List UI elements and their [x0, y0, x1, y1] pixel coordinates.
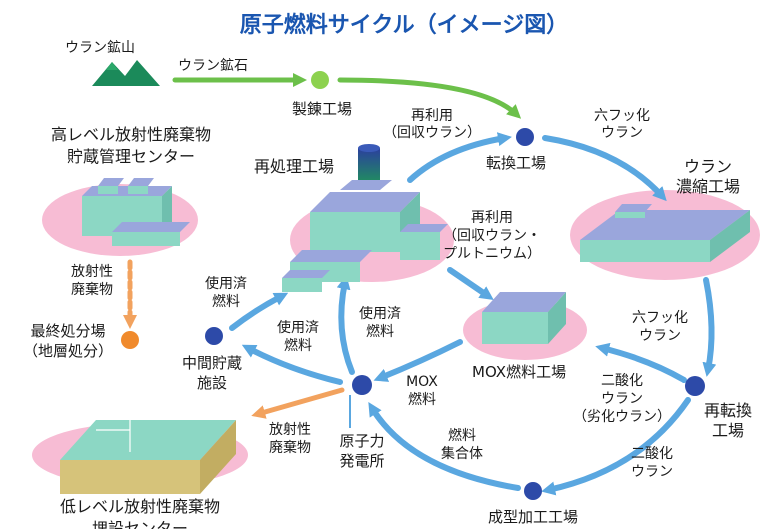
conversion-node: [516, 128, 534, 146]
label-rad-waste-left-2: 廃棄物: [71, 281, 113, 298]
arrow-reuse-to-conversion: [407, 132, 512, 183]
label-reuse-mid-3: プルトニウム）: [443, 246, 541, 262]
label-hlw-2: 貯蔵管理センター: [67, 147, 195, 166]
arrow-enrichment-to-reconversion: [702, 277, 717, 377]
label-llw-2: 埋設センター: [92, 519, 188, 529]
final-disposal-node: [121, 331, 139, 349]
label-refinery: 製錬工場: [292, 100, 352, 118]
arrow-reprocessing-to-mox: [447, 267, 494, 300]
nodes: [121, 71, 705, 500]
uranium-mine-icon: [92, 60, 160, 86]
label-spent-fuel-c-1: 使用済: [359, 305, 401, 322]
label-uo2-depleted-2: ウラン: [601, 391, 643, 407]
label-reuse-mid-2: （回収ウラン・: [443, 228, 541, 244]
arrow-reconversion-to-mox: [595, 342, 687, 383]
arrow-conversion-to-enrichment: [542, 135, 667, 202]
label-reconversion-2: 工場: [712, 421, 744, 440]
label-mox-plant: MOX燃料工場: [472, 363, 566, 381]
mox-building: [482, 292, 566, 344]
fabrication-node: [524, 482, 542, 500]
label-spent-fuel-b-1: 使用済: [277, 319, 319, 336]
label-uf6-top-2: ウラン: [601, 125, 643, 141]
label-reuse-top-1: 再利用: [411, 108, 453, 124]
label-uo2-bottom-1: 二酸化: [631, 446, 673, 462]
reconversion-node: [685, 376, 705, 396]
label-spent-fuel-a-1: 使用済: [205, 275, 247, 292]
label-enrichment-2: 濃縮工場: [676, 177, 740, 196]
label-rad-waste-bottom-2: 廃棄物: [269, 439, 311, 456]
arrow-interim-to-reprocessing: [229, 292, 289, 331]
label-uo2-depleted-1: 二酸化: [601, 373, 643, 389]
label-fuel-assembly-1: 燃料: [448, 427, 476, 444]
label-enrichment-1: ウラン: [684, 157, 732, 176]
label-hlw-1: 高レベル放射性廃棄物: [51, 125, 211, 144]
labels: ウラン鉱山 ウラン鉱石 製錬工場 再利用 （回収ウラン） 転換工場 六フッ化 ウ…: [23, 39, 752, 529]
arrow-mox-to-plant: [373, 339, 463, 382]
label-mox-fuel-1: MOX: [406, 374, 438, 390]
reprocessing-building: [282, 144, 448, 292]
arrow-plant-to-llw: [251, 387, 345, 419]
label-power-plant-1: 原子力: [339, 432, 384, 450]
label-uo2-depleted-3: （劣化ウラン）: [573, 409, 671, 425]
arrow-plant-to-interim: [241, 344, 343, 385]
label-mox-fuel-2: 燃料: [408, 391, 436, 408]
label-uf6-top-1: 六フッ化: [594, 108, 650, 124]
arrow-reconversion-to-fabrication: [541, 397, 691, 496]
label-spent-fuel-b-2: 燃料: [284, 337, 312, 354]
enrichment-building: [580, 204, 750, 262]
ore-arrows: [172, 73, 522, 119]
arrow-refinery-to-conversion: [337, 77, 522, 119]
label-reprocessing: 再処理工場: [254, 157, 334, 176]
label-final-disposal-1: 最終処分場: [30, 322, 105, 340]
label-interim-2: 施設: [197, 374, 227, 392]
refinery-node: [311, 71, 329, 89]
label-uranium-ore: ウラン鉱石: [178, 57, 248, 74]
label-uf6-right-1: 六フッ化: [632, 310, 688, 326]
arrow-fabrication-to-plant: [368, 402, 521, 491]
label-conversion: 転換工場: [486, 154, 546, 172]
label-rad-waste-bottom-1: 放射性: [269, 422, 311, 438]
label-spent-fuel-a-2: 燃料: [212, 293, 240, 310]
label-uranium-mine: ウラン鉱山: [65, 39, 135, 56]
label-reuse-top-2: （回収ウラン）: [383, 125, 481, 141]
arrow-plant-to-reprocessing: [336, 275, 355, 375]
label-rad-waste-left-1: 放射性: [71, 264, 113, 280]
label-uf6-right-2: ウラン: [639, 328, 681, 344]
label-reuse-mid-1: 再利用: [471, 210, 513, 226]
power-plant-node: [352, 375, 372, 395]
waste-arrows: [123, 259, 345, 419]
label-reconversion-1: 再転換: [704, 401, 752, 420]
label-spent-fuel-c-2: 燃料: [366, 323, 394, 340]
label-fuel-assembly-2: 集合体: [441, 445, 483, 462]
label-power-plant-2: 発電所: [339, 452, 384, 470]
interim-storage-node: [205, 327, 223, 345]
diagram-title: 原子燃料サイクル（イメージ図）: [240, 12, 568, 38]
label-llw-1: 低レベル放射性廃棄物: [60, 497, 220, 516]
label-final-disposal-2: （地層処分）: [23, 342, 113, 360]
label-interim-1: 中間貯蔵: [182, 354, 242, 372]
hlw-storage-building: [82, 178, 190, 246]
llw-building: [60, 420, 236, 494]
label-fabrication: 成型加工工場: [488, 508, 578, 526]
label-uo2-bottom-2: ウラン: [631, 464, 673, 480]
cycle-arrows: [229, 132, 717, 496]
